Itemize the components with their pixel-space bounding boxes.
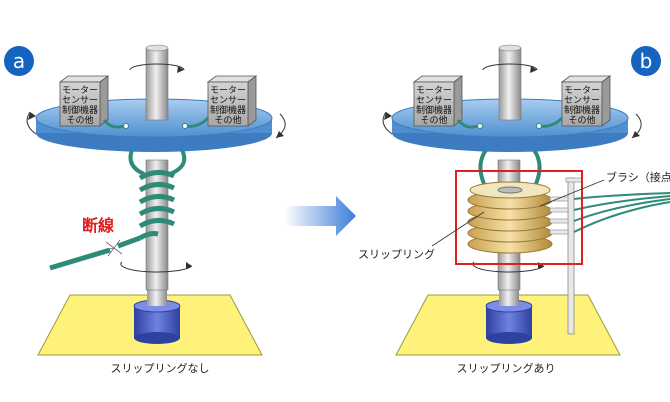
cable-under-right-b xyxy=(532,148,542,185)
motor-b xyxy=(485,288,533,344)
spark-icon xyxy=(103,239,123,257)
rotation-arrow-top-b xyxy=(482,63,538,71)
badge-label-b: b xyxy=(640,49,653,73)
shaft-upper-b xyxy=(498,44,522,121)
badge-label-a: a xyxy=(13,49,25,73)
panel-b: b xyxy=(358,44,670,375)
box-line-3: 制御機器 xyxy=(416,104,452,116)
slipring-label: スリップリング xyxy=(358,247,435,261)
cable-left-b xyxy=(456,119,479,129)
panel-b-badge: b xyxy=(631,46,661,76)
cable-left-a xyxy=(102,119,125,129)
box-line-2: センサー xyxy=(416,95,452,106)
rotation-arrow-head-a xyxy=(186,262,192,269)
rotation-arrow-left-a xyxy=(26,111,37,135)
box-line-1: モーター xyxy=(416,85,452,96)
box-line-2: センサー xyxy=(564,95,600,106)
rotation-arrow-lower-a xyxy=(120,261,193,273)
cable-under-left-b xyxy=(478,148,488,185)
device-box-left-a: モーター センサー 制御機器 その他 xyxy=(58,75,110,127)
panel-a: a xyxy=(4,44,286,375)
rotation-arrow-top-a xyxy=(129,63,185,71)
coiled-wire-a xyxy=(138,170,176,241)
cable-under-right-a xyxy=(169,149,187,176)
rotation-arrow-left-b xyxy=(382,111,393,135)
box-line-4: その他 xyxy=(420,114,447,126)
shaft-lower-a xyxy=(145,159,169,291)
slipring-highlight-box xyxy=(455,170,583,265)
shaft-upper-a xyxy=(145,44,169,121)
box-line-3: 制御機器 xyxy=(62,104,98,116)
box-line-4: その他 xyxy=(568,114,595,126)
box-line-3: 制御機器 xyxy=(210,104,246,116)
box-line-2: センサー xyxy=(210,95,246,106)
device-box-right-a: モーター センサー 制御機器 その他 xyxy=(206,75,258,127)
device-box-right-b: モーター センサー 制御機器 その他 xyxy=(560,75,612,127)
outgoing-cables xyxy=(573,192,670,233)
caption-a: スリップリングなし xyxy=(111,361,210,375)
brush-label: ブラシ（接点 xyxy=(606,170,670,184)
box-line-3: 制御機器 xyxy=(564,104,600,116)
badge-circle-b xyxy=(631,46,661,76)
cable-under-left-a xyxy=(128,149,145,176)
rotation-arrow-lower-b xyxy=(472,261,545,273)
box-line-2: センサー xyxy=(62,95,98,106)
motor-a xyxy=(133,288,181,344)
brush-stand xyxy=(567,177,575,335)
slip-ring-assembly xyxy=(467,181,553,254)
box-line-1: モーター xyxy=(62,85,98,96)
brush-leader-line xyxy=(539,179,605,207)
brushes xyxy=(549,177,583,235)
break-label: 断線 xyxy=(82,216,114,235)
badge-circle-a xyxy=(4,46,34,76)
box-line-4: その他 xyxy=(66,114,93,126)
caption-b: スリップリングあり xyxy=(457,361,556,375)
broken-cable-end xyxy=(49,247,111,271)
box-line-1: モーター xyxy=(564,85,600,96)
slipring-leader-line xyxy=(431,211,485,247)
transition-arrow-icon xyxy=(284,196,356,236)
box-line-1: モーター xyxy=(210,85,246,96)
panel-a-badge: a xyxy=(4,46,34,76)
broken-cable-start xyxy=(117,235,141,249)
device-box-left-b: モーター センサー 制御機器 その他 xyxy=(412,75,464,127)
box-line-4: その他 xyxy=(214,114,241,126)
